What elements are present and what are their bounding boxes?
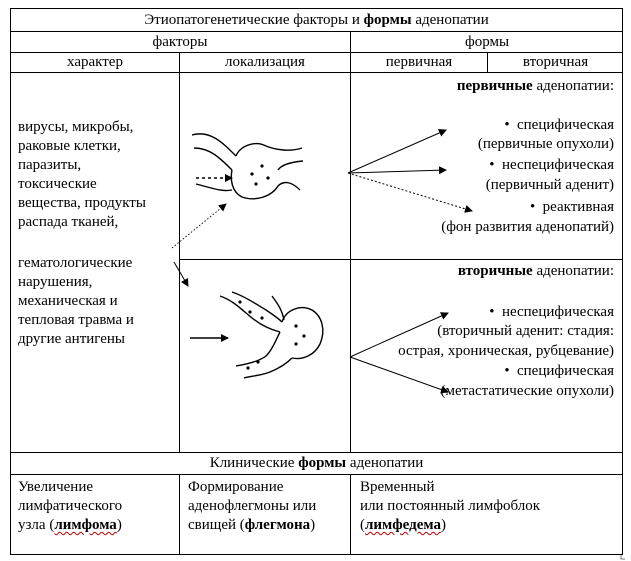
clinical-bold: лимфедема [365, 517, 441, 533]
character-spacer [18, 232, 178, 254]
character-line: нарушения, [18, 274, 93, 290]
secondary-heading: вторичные аденопатии: [352, 262, 614, 281]
primary-heading-rest: аденопатии: [532, 78, 614, 94]
primary-item-name: неспецифическая [501, 157, 614, 173]
primary-item-3: • реактивная [352, 198, 614, 217]
header-forms: формы [464, 34, 510, 50]
clinical-title-bold: формы [298, 455, 347, 471]
header-localization: локализация [225, 54, 305, 70]
primary-heading-bold: первичные [456, 78, 533, 94]
clinical-line: Формирование [188, 479, 284, 495]
header-secondary: вторичная [522, 54, 589, 70]
clinical-suffix: ) [116, 517, 122, 533]
header-primary: первичная [385, 54, 453, 70]
secondary-heading-rest: аденопатии: [532, 263, 614, 279]
character-list: вирусы, микробы, раковые клетки, паразит… [18, 118, 178, 349]
title-prefix: Этиопатогенетические факторы и [144, 12, 364, 28]
primary-item-name: реактивная [542, 199, 614, 215]
clinical-prefix: свищей ( [188, 517, 245, 533]
clinical-bold: флегмона [244, 517, 311, 533]
character-line: вещества, продукты [18, 195, 146, 211]
primary-item-2: • неспецифическая [352, 156, 614, 175]
clinical-suffix: ) [440, 517, 446, 533]
primary-heading: первичные аденопатии: [352, 77, 614, 96]
character-line: другие антигены [18, 331, 126, 347]
arrow-to-primary-node [171, 203, 227, 249]
clinical-line: Увеличение [18, 479, 94, 495]
secondary-node-dots [238, 300, 306, 370]
primary-node-dots [250, 164, 270, 186]
arrow-to-secondary-node [173, 261, 189, 287]
primary-item-2-detail: (первичный аденит) [485, 177, 614, 193]
clinical-title: Клинические формы аденопатии [10, 454, 623, 473]
primary-form-arrows [347, 129, 473, 213]
secondary-item-1: • неспецифическая [352, 303, 614, 322]
bullet-icon: • [489, 304, 495, 320]
clinical-col-lymphoma: Увеличение лимфатического узла (лимфома) [18, 478, 178, 535]
clinical-line: лимфатического [18, 498, 123, 514]
secondary-item-name: специфическая [517, 363, 614, 379]
clinical-title-prefix: Клинические [209, 455, 299, 471]
character-line: механическая и [18, 293, 118, 309]
clinical-suffix: ) [310, 517, 316, 533]
bullet-icon: • [504, 363, 510, 379]
clinical-bold: лимфома [54, 517, 117, 533]
title-bold: формы [363, 12, 412, 28]
clinical-line: (лимфедема) [360, 516, 620, 535]
bullet-icon: • [489, 157, 495, 173]
secondary-form-arrows [349, 312, 449, 394]
header-character: характер [67, 54, 123, 70]
secondary-heading-bold: вторичные [457, 263, 533, 279]
primary-item-name: специфическая [517, 117, 614, 133]
character-line: токсические [18, 176, 97, 192]
clinical-col-phlegmon: Формирование аденофлегмоны или свищей (ф… [188, 478, 348, 535]
secondary-item-1-detail-1: (вторичный аденит: стадия: [437, 323, 614, 339]
primary-item-1: • специфическая [352, 116, 614, 135]
clinical-title-suffix: аденопатии [346, 455, 424, 471]
secondary-item-2: • специфическая [352, 362, 614, 381]
character-line: паразиты, [18, 157, 82, 173]
primary-lymph-node-drawing [191, 133, 304, 200]
title-suffix: аденопатии [411, 12, 489, 28]
character-line: тепловая травма и [18, 312, 134, 328]
secondary-lymph-node-drawing [190, 291, 324, 379]
bullet-icon: • [504, 117, 510, 133]
clinical-line: Временный [360, 479, 435, 495]
character-line: вирусы, микробы, [18, 119, 134, 135]
bullet-icon: • [530, 199, 536, 215]
primary-item-3-detail: (фон развития аденопатий) [441, 219, 614, 235]
secondary-item-name: неспецифическая [501, 304, 614, 320]
header-factors: факторы [152, 34, 208, 50]
character-line: распада тканей, [18, 214, 119, 230]
secondary-item-1-detail-2: острая, хроническая, рубцевание) [398, 343, 614, 359]
clinical-prefix: узла ( [18, 517, 55, 533]
clinical-line: узла (лимфома) [18, 516, 178, 535]
clinical-col-lymphedema: Временный или постоянный лимфоблок (лимф… [360, 478, 620, 535]
secondary-item-2-detail: (метастатические опухоли) [440, 383, 614, 399]
primary-item-1-detail: (первичные опухоли) [477, 136, 614, 152]
clinical-line: свищей (флегмона) [188, 516, 348, 535]
character-line: гематологические [18, 255, 133, 271]
clinical-prefix: ( [360, 517, 365, 533]
table-title: Этиопатогенетические факторы и формы аде… [10, 11, 623, 30]
character-line: раковые клетки, [18, 138, 121, 154]
clinical-line: или постоянный лимфоблок [360, 498, 540, 514]
clinical-line: аденофлегмоны или [188, 498, 317, 514]
